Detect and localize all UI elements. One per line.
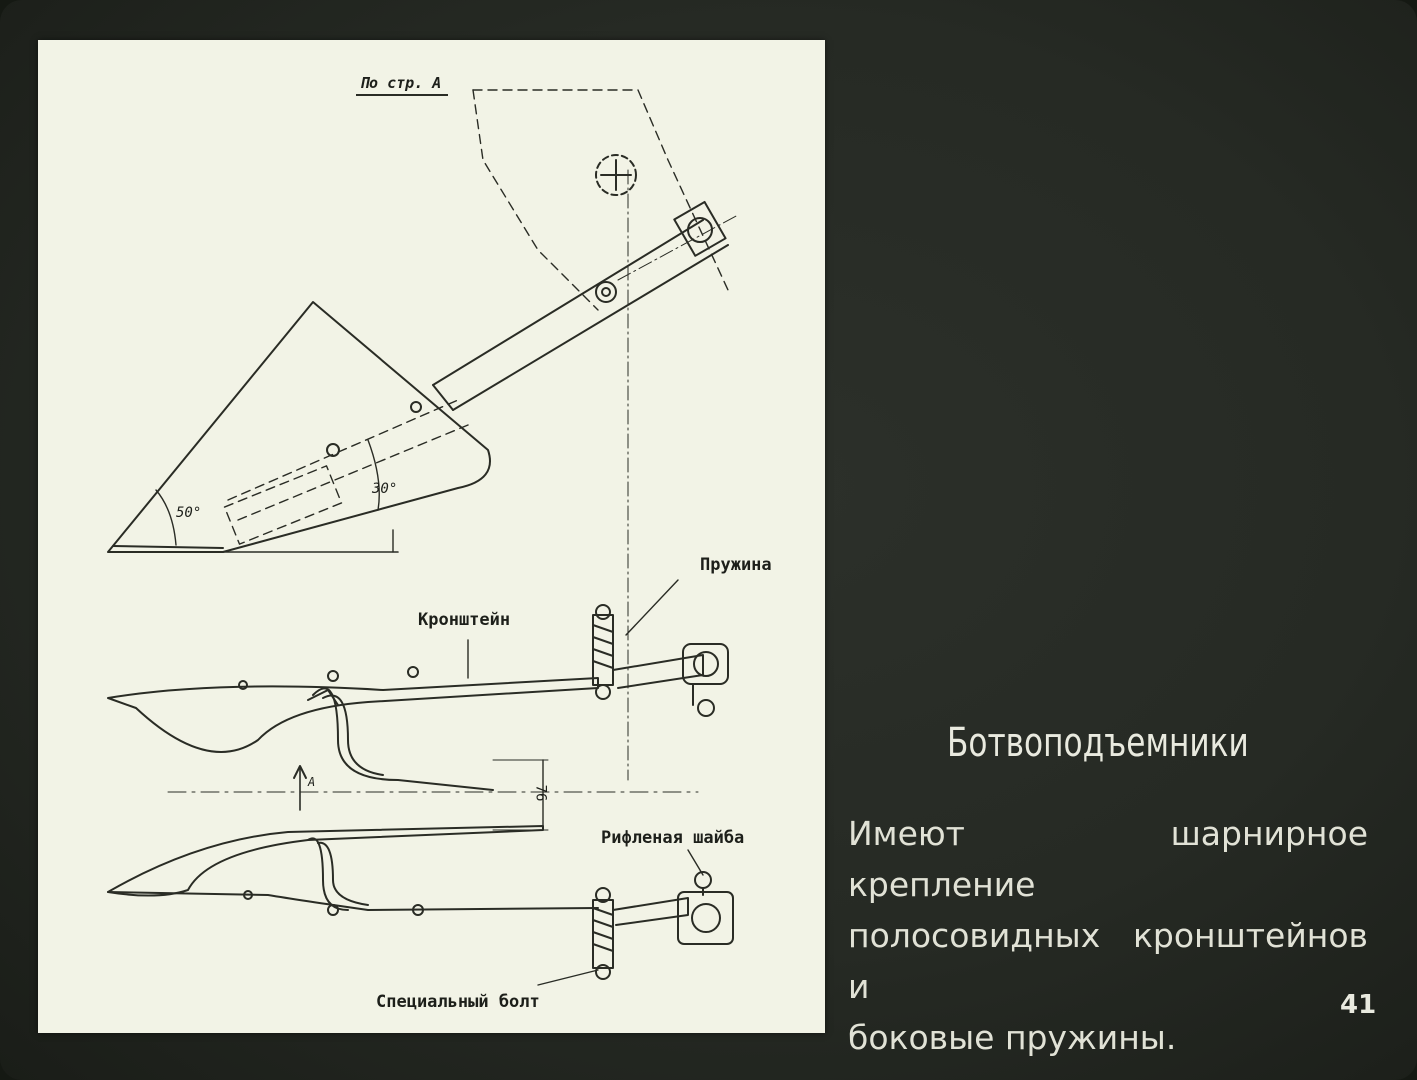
angle-right-label: 30° [372,481,398,497]
page-number: 41 [1340,990,1377,1020]
description-line-3: боковые пружины. [848,1018,1177,1057]
bolt-label: Специальный болт [376,992,540,1012]
technical-drawing: По стр. А 50° 30° Пружина Кронштейн 76 А… [38,40,825,1033]
dimension-label: 76 [532,784,549,802]
spring-label: Пружина [700,555,772,575]
lifter-lower [107,825,544,897]
angle-left-label: 50° [176,505,202,521]
slide-title: Ботвоподъемники [947,720,1249,766]
description-line-1: Имеют шарнирное крепление [848,814,1368,904]
arrow-a-label: А [308,775,316,789]
slide-description: Имеют шарнирное крепление полосовидных к… [848,808,1368,1063]
washer-label: Рифленая шайба [601,828,745,848]
bracket-label: Кронштейн [418,610,511,630]
share-outline [107,301,491,553]
description-line-2: полосовидных кронштейнов и [848,916,1368,1006]
drawing-svg [107,89,739,986]
lifter-upper [107,677,599,753]
view-label: По стр. А [360,74,442,92]
